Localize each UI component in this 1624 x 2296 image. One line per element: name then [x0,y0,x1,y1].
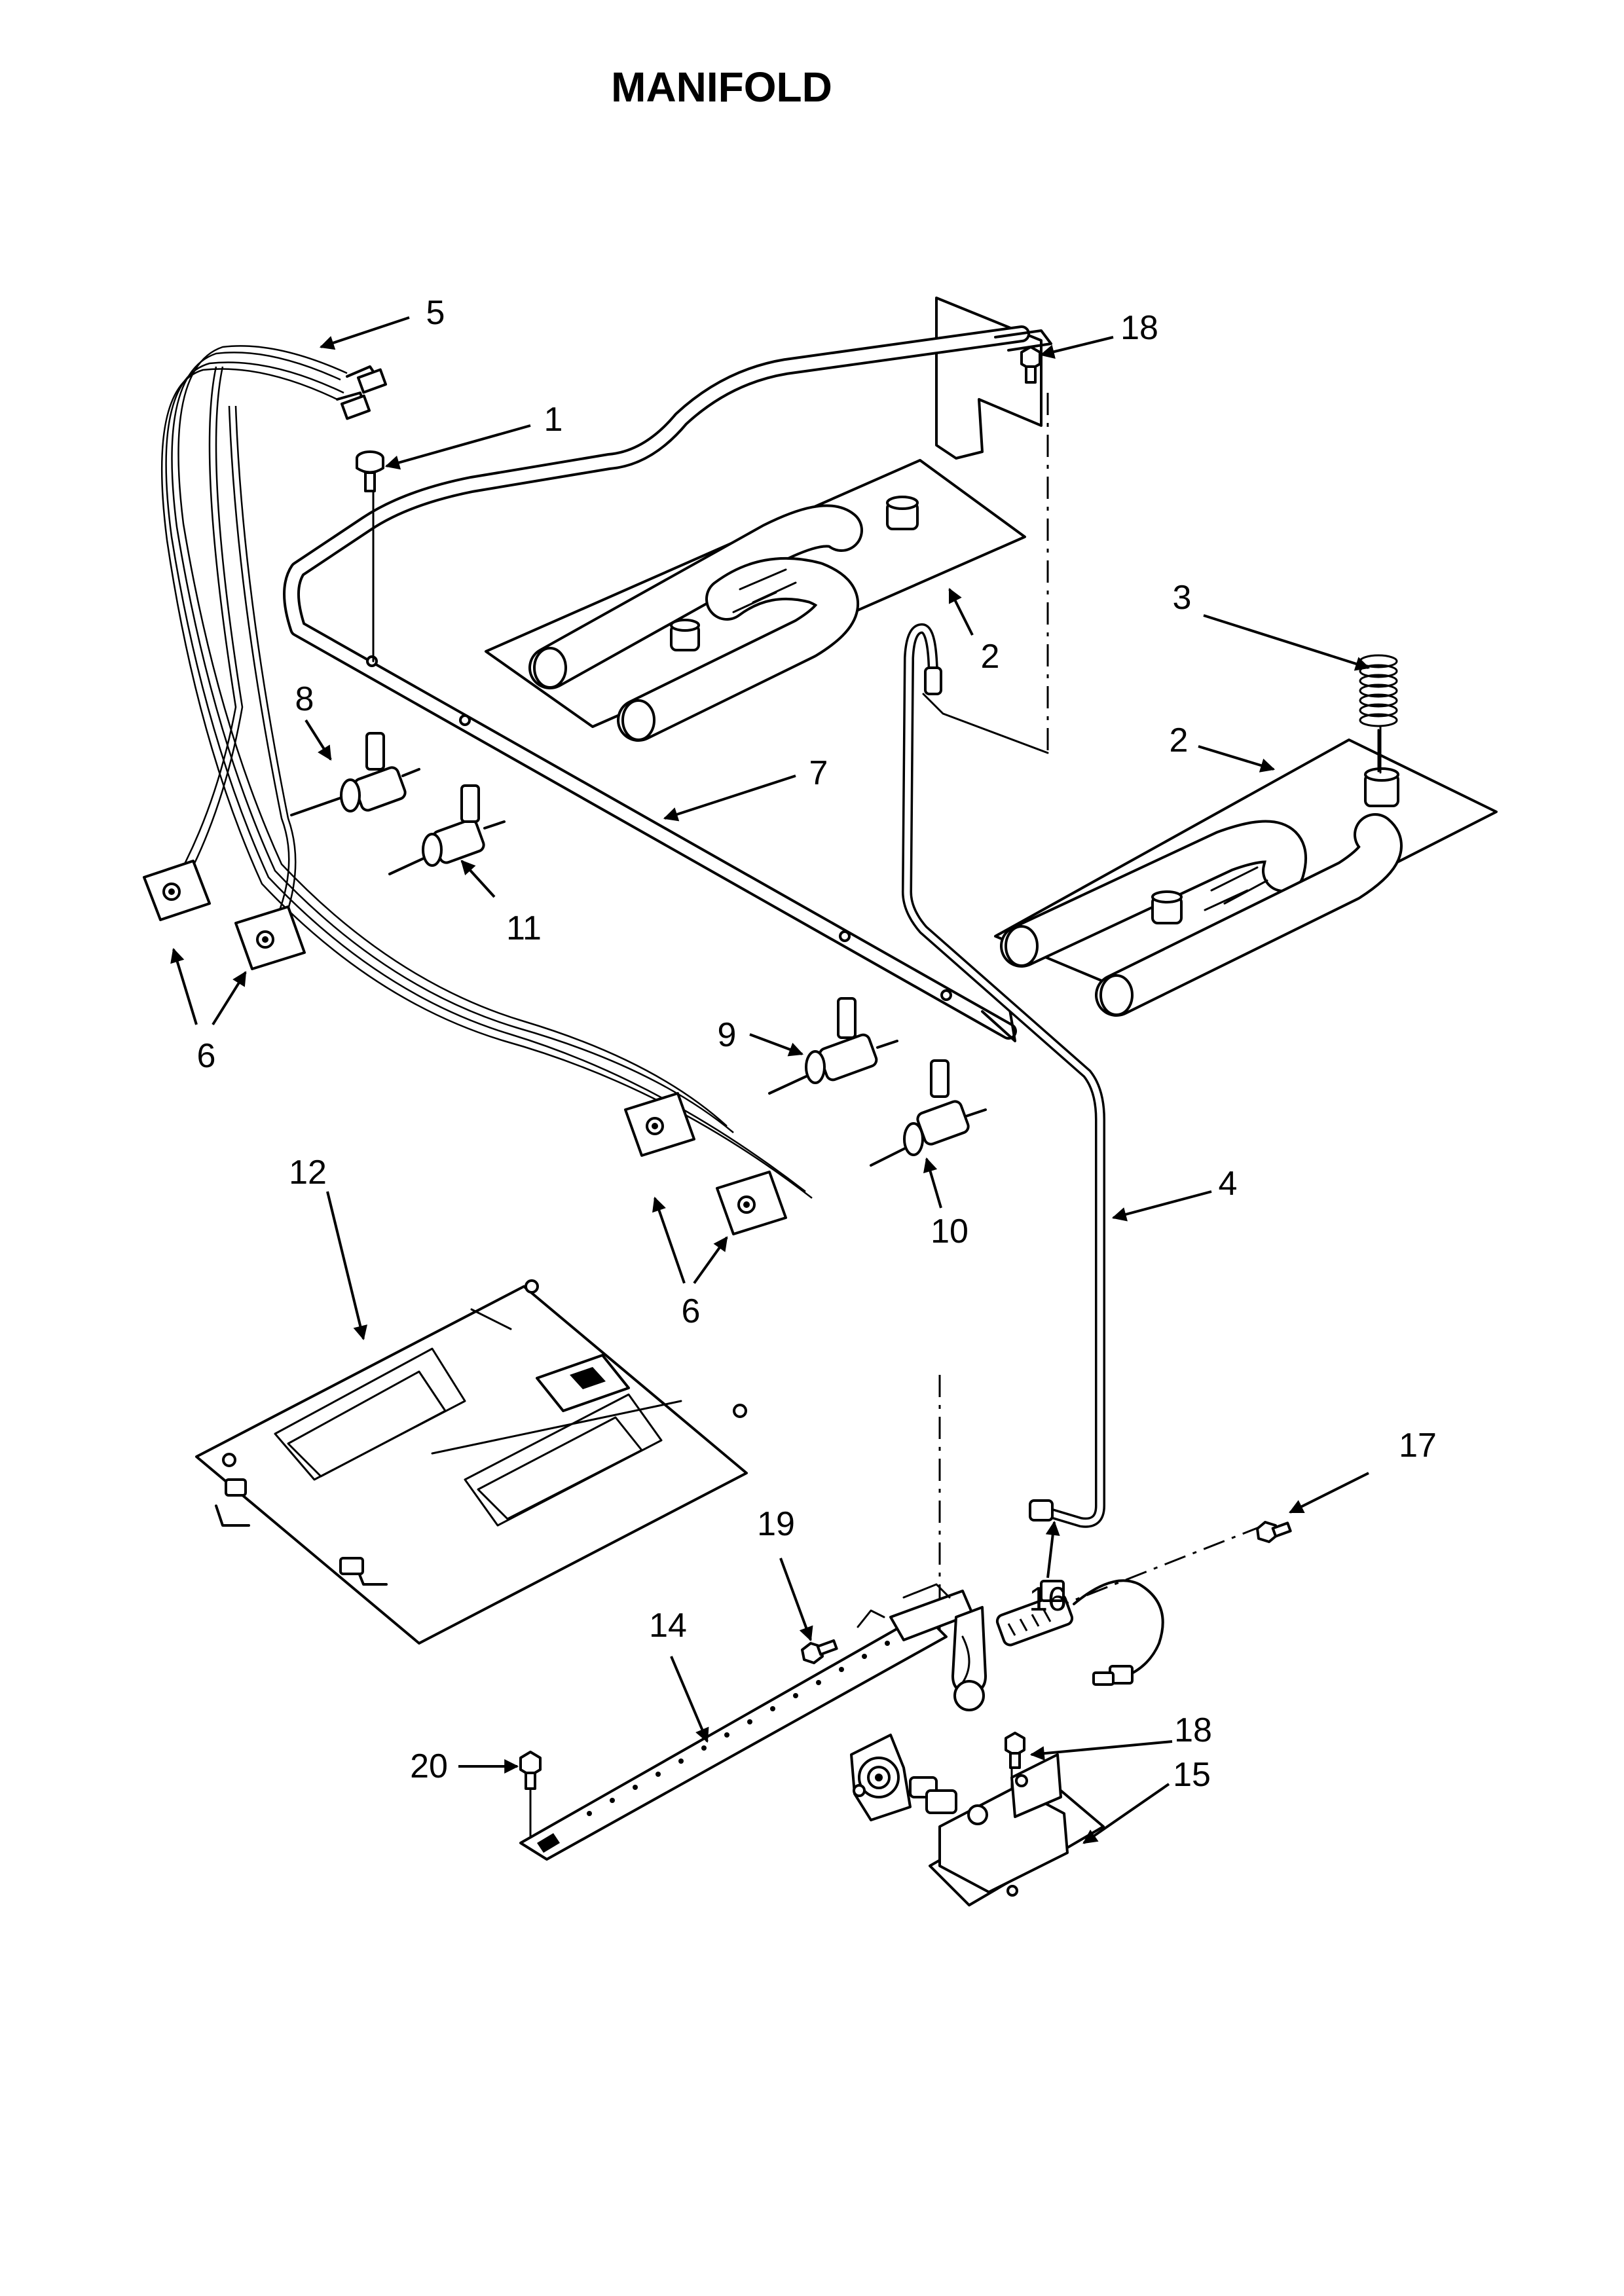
wire-connector-upper [356,368,388,394]
upper-burner-assembly [485,459,1026,742]
lower-burner-plate [994,738,1498,996]
igniter-bracket-b [234,905,306,970]
callout-arrows [170,316,1371,1844]
burner-port-lower-left [1005,925,1039,967]
callout-6-left: 6 [197,1037,216,1075]
callout-7: 7 [809,754,828,792]
oven-burner-venturi [951,1606,987,1711]
callout-18-lower: 18 [1174,1711,1212,1749]
callout-2-lower: 2 [1170,721,1189,759]
alignment-lines [372,393,1382,1848]
burner-port-lower-right [1099,974,1134,1016]
burner-port-upper-right [621,699,655,741]
lower-burner-assembly [994,738,1498,1017]
callout-1: 1 [544,401,563,439]
callout-4: 4 [1219,1165,1238,1203]
callout-17: 17 [1399,1427,1437,1465]
oven-safety-valve [850,1734,1105,1906]
callout-20: 20 [410,1747,448,1785]
igniter-bracket-a [143,860,211,921]
gas-tube [901,623,1105,1528]
callout-16: 16 [1029,1580,1067,1618]
manifold-pipe [283,325,1052,1042]
callout-14: 14 [649,1607,687,1645]
valve-11 [388,784,506,875]
wire-harness [160,345,813,1199]
callout-labels: 5 18 1 3 2 8 2 7 11 9 6 12 4 10 6 17 19 … [197,294,1437,1794]
valve-8 [290,732,420,816]
screw-19 [801,1639,838,1664]
burner-port-upper-left [533,647,567,689]
callout-6-right: 6 [682,1292,701,1330]
callout-2-upper: 2 [981,638,1000,676]
callout-9: 9 [718,1016,737,1054]
valve-10 [870,1059,987,1167]
callout-15: 15 [1173,1756,1211,1794]
callout-10: 10 [931,1212,969,1250]
burner-baffle-plate [195,1279,748,1645]
callout-5: 5 [426,294,445,332]
valve-9 [768,997,898,1095]
callout-19: 19 [757,1505,795,1543]
page-title: MANIFOLD [611,64,832,111]
screw-20 [519,1751,542,1790]
callout-12: 12 [289,1154,327,1192]
wire-connector-lower [340,394,371,420]
callout-11: 11 [506,909,542,947]
callout-8: 8 [295,680,314,718]
screw-18-top [1020,346,1041,384]
oven-igniter [995,1579,1164,1686]
spring [1359,654,1398,773]
igniter-bracket-c [624,1092,695,1157]
screw-1 [356,450,384,492]
callout-18-top: 18 [1120,309,1158,347]
oven-burner-tube [519,1583,974,1861]
igniter-bracket-d [716,1171,787,1235]
screw-17 [1256,1521,1292,1543]
screw-18-lower [1005,1732,1025,1769]
callout-3: 3 [1173,579,1192,617]
